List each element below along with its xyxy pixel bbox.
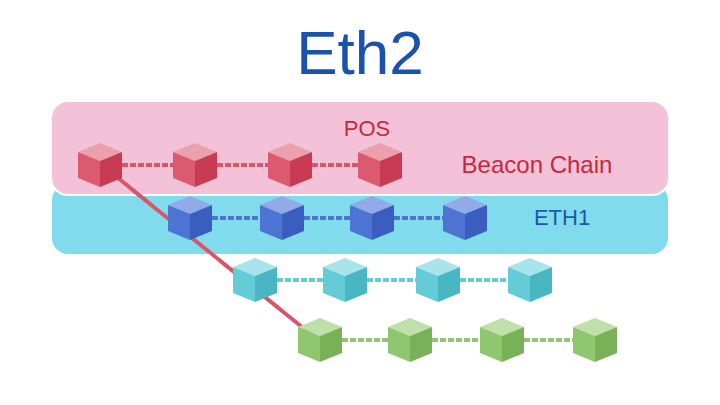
- block-cube: [260, 196, 304, 240]
- block-cube: [388, 318, 432, 362]
- chain-link: [212, 216, 443, 220]
- block-cube: [573, 318, 617, 362]
- block-cube: [268, 143, 312, 187]
- block-cube: [358, 143, 402, 187]
- block-cube: [508, 258, 552, 302]
- block-cube: [173, 143, 217, 187]
- block-cube: [350, 196, 394, 240]
- block-cube: [416, 258, 460, 302]
- chain-link: [122, 163, 358, 167]
- chain-band: POS Beacon Chain: [50, 100, 670, 196]
- block-cube: [78, 143, 122, 187]
- block-cube: [443, 196, 487, 240]
- diagram-title: Eth2: [0, 18, 720, 88]
- block-cube: [168, 196, 212, 240]
- chain-link: [118, 178, 318, 340]
- band-label: POS: [344, 117, 390, 141]
- block-cube: [323, 258, 367, 302]
- band-label: Beacon Chain: [462, 152, 613, 178]
- block-cube: [480, 318, 524, 362]
- block-cube: [233, 258, 277, 302]
- block-cube: [298, 318, 342, 362]
- band-label: ETH1: [534, 206, 590, 230]
- chain-link: [342, 338, 573, 342]
- chain-link: [277, 278, 508, 282]
